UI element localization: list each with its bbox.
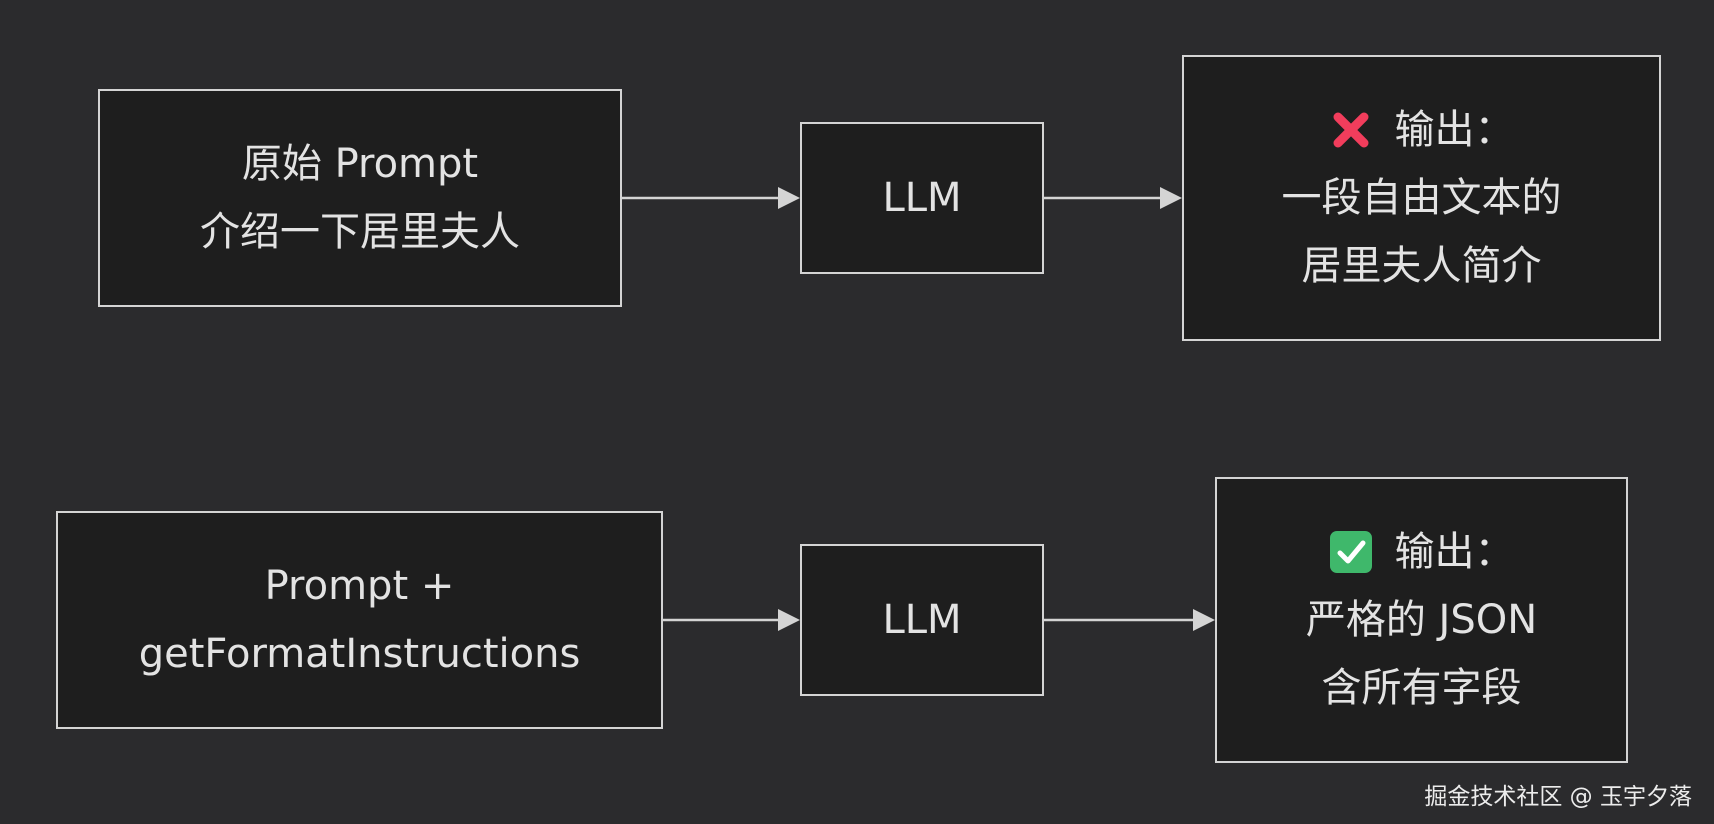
output-line: 一段自由文本的	[1281, 175, 1562, 221]
input-node-format-prompt: Prompt + getFormatInstructions	[56, 511, 663, 729]
output-line: 严格的 JSON	[1305, 597, 1538, 643]
output-node-strict-json: 输出： 严格的 JSON 含所有字段	[1215, 477, 1628, 763]
llm-node-1: LLM	[800, 122, 1044, 274]
input-line: Prompt +	[264, 563, 455, 609]
check-mark-icon	[1329, 531, 1372, 573]
llm-label: LLM	[882, 597, 962, 643]
input-line: 介绍一下居里夫人	[200, 209, 520, 255]
edge-llm-to-output-2	[1044, 609, 1215, 631]
watermark: 掘金技术社区 @ 玉宇夕落	[1424, 784, 1692, 810]
llm-label: LLM	[882, 175, 962, 221]
output-heading: 输出：	[1329, 518, 1515, 586]
llm-node-2: LLM	[800, 544, 1044, 696]
output-line: 含所有字段	[1321, 665, 1522, 711]
edge-input-to-llm-1	[622, 187, 800, 209]
output-line: 居里夫人简介	[1301, 243, 1542, 289]
output-node-free-text: 输出： 一段自由文本的 居里夫人简介	[1182, 55, 1661, 341]
input-node-raw-prompt: 原始 Prompt 介绍一下居里夫人	[98, 89, 622, 307]
edge-input-to-llm-2	[663, 609, 800, 631]
input-line: 原始 Prompt	[241, 141, 479, 187]
output-heading: 输出：	[1329, 96, 1515, 164]
input-line: getFormatInstructions	[138, 631, 581, 677]
cross-mark-icon	[1333, 112, 1368, 148]
output-heading-text: 输出：	[1394, 107, 1515, 153]
output-heading-text: 输出：	[1394, 529, 1515, 575]
edge-llm-to-output-1	[1044, 187, 1182, 209]
